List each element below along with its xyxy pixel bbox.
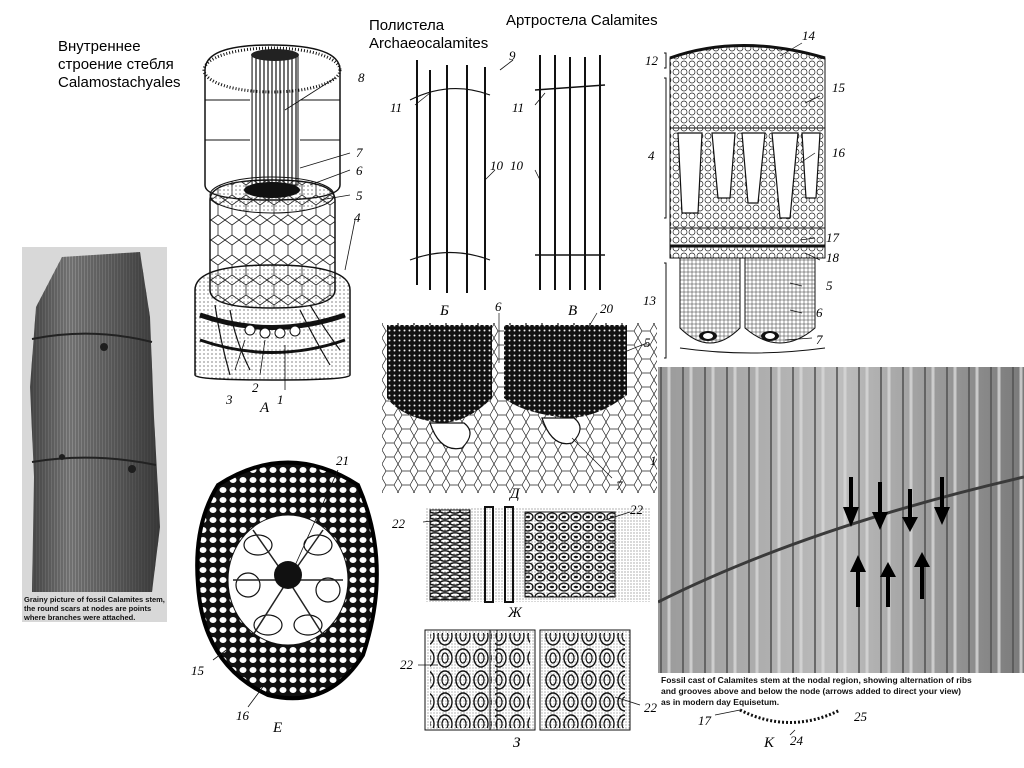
figure-k-fragment: 17 24 25 К xyxy=(690,705,890,765)
caption-arthrostele: Артростела Calamites xyxy=(506,12,658,29)
figure-a-drawing xyxy=(194,44,356,390)
label-b-10: 10 xyxy=(490,158,503,173)
arthrostele-drawing xyxy=(664,42,826,359)
figure-e-drawing xyxy=(195,460,379,708)
label-b-11: 11 xyxy=(390,100,403,115)
figure-zh-tracheids: 22 22 Ж xyxy=(390,502,655,627)
figure-letter-k: К xyxy=(764,735,774,751)
figure-z-pitted-tracheids: 22 22 З xyxy=(400,625,660,755)
label-a-6: 6 xyxy=(356,163,363,178)
label-a-1: 1 xyxy=(277,392,284,407)
figure-letter-zh: Ж xyxy=(508,605,522,621)
photo-fossil-cast-right: Fossil cast of Calamites stem at the nod… xyxy=(658,367,1024,707)
label-a-8: 8 xyxy=(358,70,365,85)
figure-zh-drawing xyxy=(422,506,650,603)
caption-calamostachyales: Внутреннее строение стебля Calamostachya… xyxy=(58,38,181,91)
label-r-15: 15 xyxy=(832,80,845,95)
label-k-24: 24 xyxy=(790,733,803,748)
label-zh-22-right: 22 xyxy=(630,502,643,517)
photo-right-caption: Fossil cast of Calamites stem at the nod… xyxy=(661,675,972,707)
figure-e-cross-section: 21 15 16 Е xyxy=(188,445,388,745)
label-a-2: 2 xyxy=(252,380,259,395)
label-r-18: 18 xyxy=(826,250,839,265)
label-r-6: 6 xyxy=(816,305,823,320)
figure-letter-e: Е xyxy=(273,720,283,736)
label-r-16: 16 xyxy=(832,145,845,160)
label-r-17: 17 xyxy=(826,230,839,245)
figure-a-stem-cutaway: 8 7 6 5 4 3 2 1 А xyxy=(190,40,370,420)
label-e-21: 21 xyxy=(336,453,349,468)
label-z-22-left: 22 xyxy=(400,657,413,672)
label-d-1: 1 xyxy=(650,453,657,468)
label-r-7: 7 xyxy=(816,332,823,347)
figure-letter-v: В xyxy=(568,303,578,319)
label-r-4: 4 xyxy=(648,148,655,163)
figure-letter-b: Б xyxy=(440,303,449,319)
label-d-6: 6 xyxy=(495,299,502,314)
figure-z-drawing xyxy=(418,629,641,731)
photo-left-caption: Grainy picture of fossil Calamites stem,… xyxy=(24,595,165,622)
label-k-17: 17 xyxy=(698,713,711,728)
label-zh-22-left: 22 xyxy=(392,516,405,531)
label-bv-9: 9 xyxy=(509,48,516,63)
figure-d-drawing xyxy=(382,312,657,493)
label-d-7: 7 xyxy=(616,478,623,493)
figure-b-v-polystele: 9 11 10 11 10 Б В xyxy=(385,45,645,325)
figure-b-v-drawing xyxy=(409,55,606,293)
label-k-25: 25 xyxy=(854,709,867,724)
label-e-15: 15 xyxy=(191,663,204,678)
figure-letter-d: Д xyxy=(510,486,520,502)
figure-d-vascular-bundles: 6 20 5 7 1 Д xyxy=(382,299,657,508)
figure-k-drawing xyxy=(714,708,841,736)
label-a-3: 3 xyxy=(226,392,233,407)
label-v-10: 10 xyxy=(510,158,523,173)
label-a-4: 4 xyxy=(354,210,361,225)
label-v-11: 11 xyxy=(512,100,525,115)
figure-arthrostele-section: 12 14 15 4 16 17 18 5 13 6 7 xyxy=(640,28,860,363)
label-r-12: 12 xyxy=(645,53,658,68)
label-d-5: 5 xyxy=(644,335,651,350)
fossil-stem-drawing xyxy=(30,252,160,592)
label-r-14: 14 xyxy=(802,28,815,43)
label-r-5: 5 xyxy=(826,278,833,293)
photo-right-caption-box: Fossil cast of Calamites stem at the nod… xyxy=(658,673,1024,707)
figure-letter-z: З xyxy=(513,735,521,751)
label-a-5: 5 xyxy=(356,188,363,203)
label-d-20: 20 xyxy=(600,301,613,316)
label-e-16: 16 xyxy=(236,708,249,723)
label-a-7: 7 xyxy=(356,145,363,160)
photo-fossil-stem-left: Grainy picture of fossil Calamites stem,… xyxy=(22,247,167,622)
fossil-cast-drawing xyxy=(658,367,1024,677)
caption-polystele: Полистела Archaeocalamites xyxy=(369,17,489,52)
figure-letter-a: А xyxy=(260,400,270,416)
label-r-13: 13 xyxy=(643,293,656,308)
label-z-22-right: 22 xyxy=(644,700,657,715)
